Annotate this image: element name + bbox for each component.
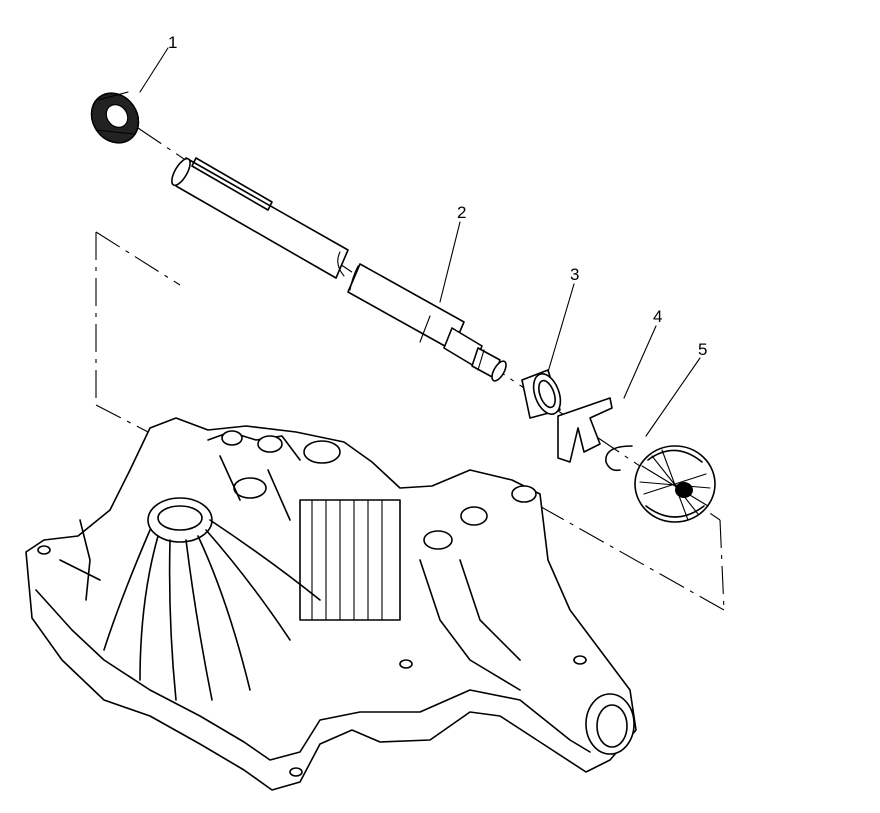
retaining-clip-part [557,397,613,463]
seal-part [90,91,140,144]
callout-labels: 1 2 3 4 5 [168,33,707,359]
leader-line-1 [139,47,169,93]
axle-shaft-part [171,157,507,382]
bushing-part [521,369,562,419]
callout-5: 5 [698,340,707,359]
leader-lines [139,47,701,437]
callout-4: 4 [653,307,662,326]
callout-3: 3 [570,265,579,284]
leader-line-5 [645,357,701,437]
bevel-gear-part [634,445,716,523]
leader-line-4 [623,325,657,399]
leader-line-2 [439,221,461,303]
callout-1: 1 [168,33,177,52]
callout-2: 2 [457,203,466,222]
leader-line-3 [547,283,575,373]
transmission-housing [25,417,637,791]
snap-ring-part [605,445,633,472]
